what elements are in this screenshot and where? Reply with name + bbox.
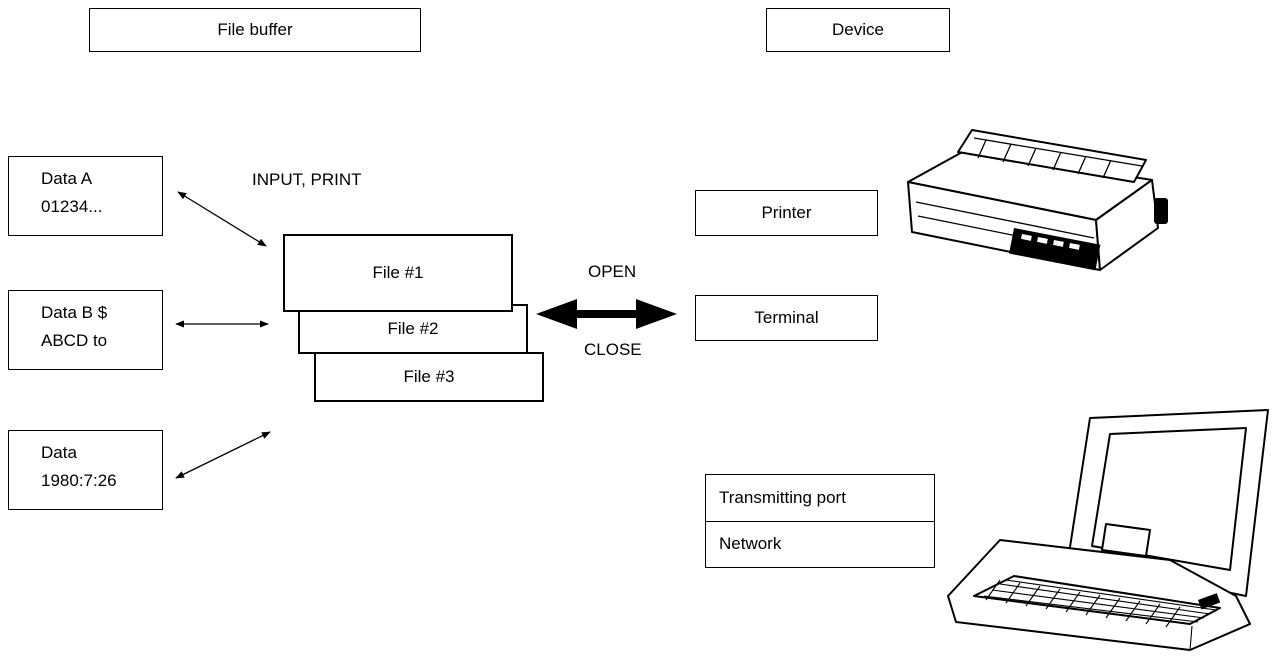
data-box-c-line2: 1980:7:26 — [41, 471, 117, 490]
device-header-text: Device — [832, 20, 884, 39]
network-label: Network — [719, 534, 782, 553]
arrow-data-a — [177, 191, 267, 247]
data-box-c-line1: Data — [41, 443, 77, 462]
terminal-label: Terminal — [754, 308, 819, 327]
close-label: CLOSE — [584, 340, 642, 359]
data-box-c: Data 1980:7:26 — [8, 430, 163, 510]
file-3-label: File #3 — [403, 367, 455, 386]
terminal-icon — [947, 409, 1269, 651]
data-box-b-line1: Data B $ — [41, 303, 108, 322]
arrow-data-c — [175, 431, 271, 479]
file-1-label: File #1 — [372, 263, 424, 282]
printer-icon — [907, 129, 1168, 271]
data-box-a-line1: Data A — [41, 169, 93, 188]
io-label: INPUT, PRINT — [252, 170, 362, 189]
transmitting-port-label: Transmitting port — [719, 488, 846, 507]
device-header: Device — [766, 8, 950, 52]
data-box-b: Data B $ ABCD to — [8, 290, 163, 370]
file-3: File #3 — [314, 352, 544, 402]
data-box-a: Data A 01234... — [8, 156, 163, 236]
terminal-box: Terminal — [695, 295, 878, 341]
transmitting-port-box: Transmitting port Network — [705, 474, 935, 568]
file-buffer-header: File buffer — [89, 8, 421, 52]
printer-label: Printer — [761, 203, 812, 222]
open-close-arrow — [536, 299, 677, 329]
file-buffer-header-text: File buffer — [217, 20, 293, 39]
printer-box: Printer — [695, 190, 878, 236]
file-2-label: File #2 — [387, 319, 439, 338]
file-1: File #1 — [283, 234, 513, 312]
open-label: OPEN — [588, 262, 637, 281]
data-box-b-line2: ABCD to — [41, 331, 108, 350]
data-box-a-line2: 01234... — [41, 197, 103, 216]
